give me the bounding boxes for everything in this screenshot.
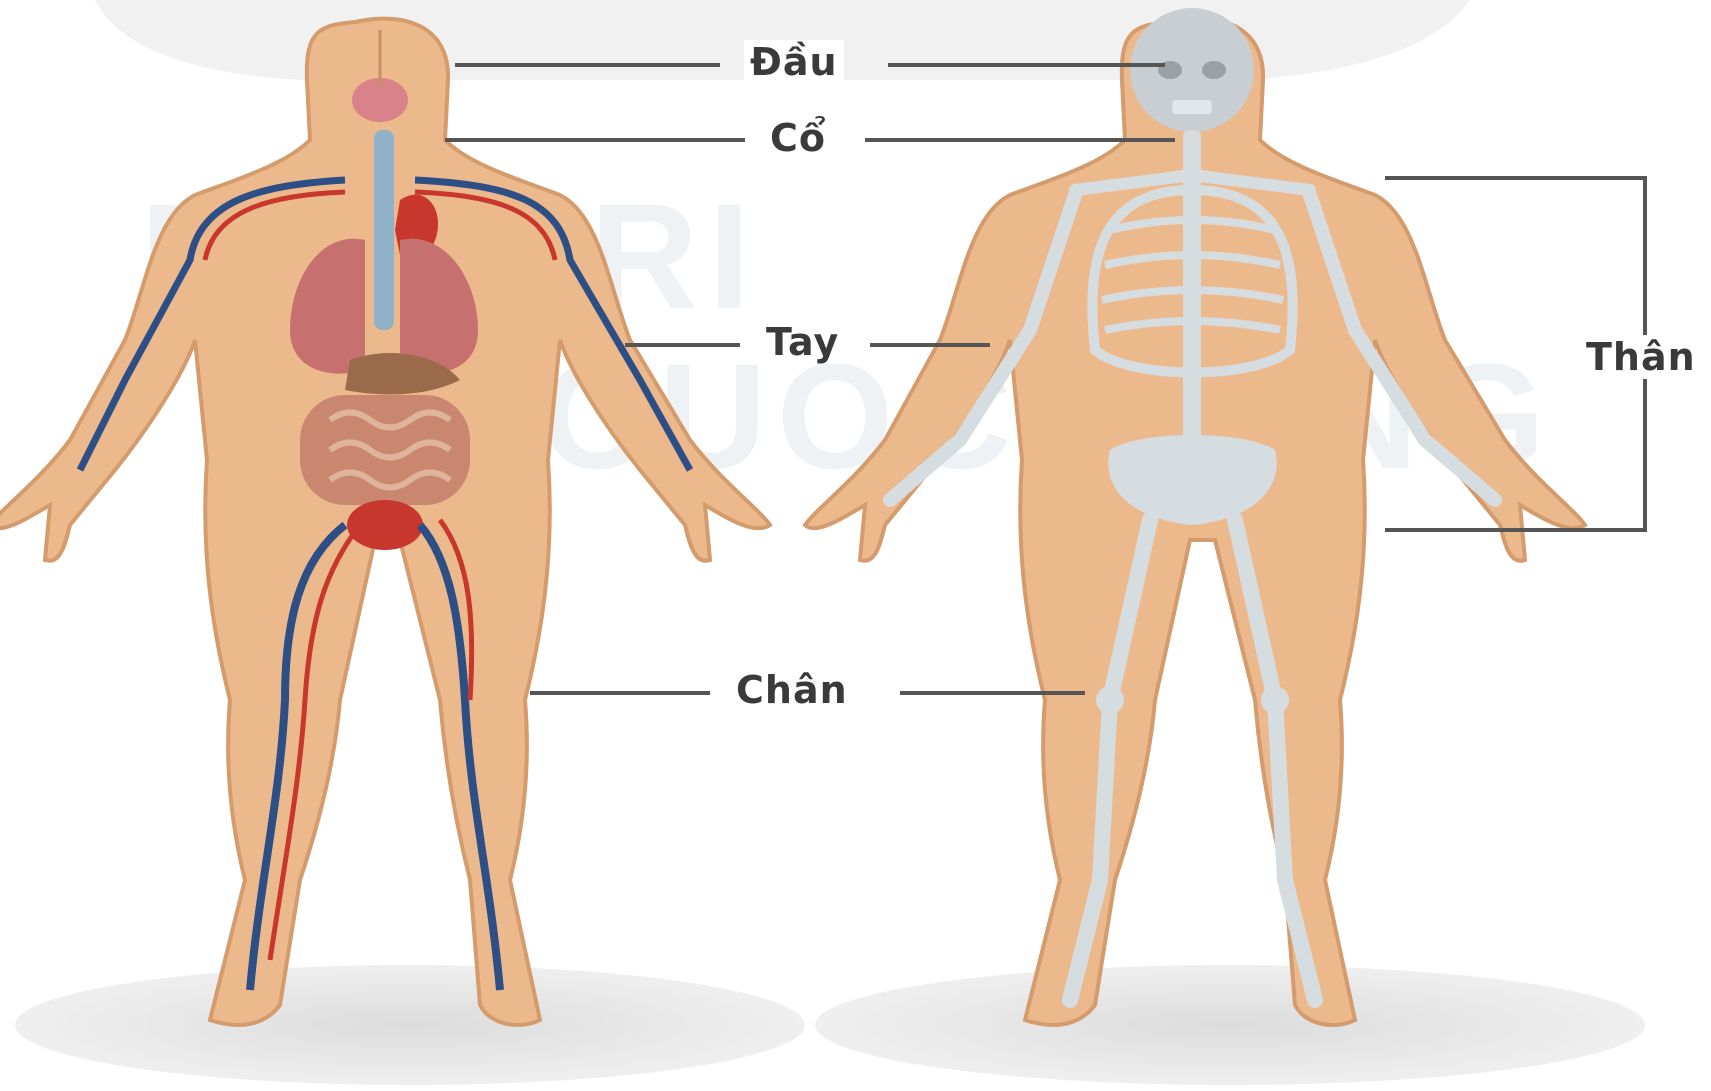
label-neck: Cổ <box>764 116 832 160</box>
label-arm: Tay <box>760 320 845 364</box>
floor-shadow-right <box>815 965 1645 1085</box>
label-trunk: Thân <box>1580 335 1702 379</box>
floor-shadow-left <box>15 965 805 1085</box>
label-head: Đầu <box>744 40 844 84</box>
figure-skeleton <box>805 8 1585 1025</box>
label-leg: Chân <box>730 668 854 712</box>
trachea-icon <box>374 130 394 330</box>
figure-organs <box>0 19 770 1025</box>
